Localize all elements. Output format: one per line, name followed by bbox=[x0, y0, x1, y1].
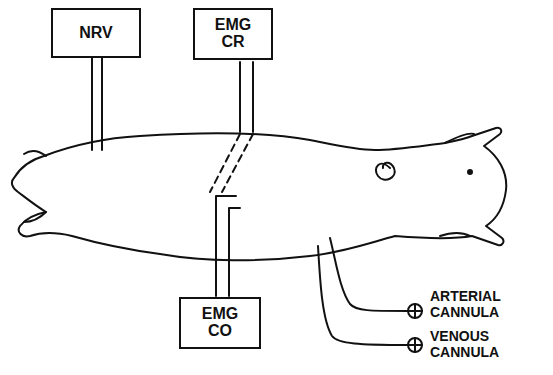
box-label: EMG CO bbox=[197, 306, 243, 340]
emg-electrode bbox=[210, 134, 240, 192]
animal-body bbox=[12, 128, 506, 260]
emg-wire bbox=[229, 208, 240, 296]
emg-wire bbox=[216, 196, 236, 296]
hind-foot bbox=[24, 212, 46, 222]
hind-foot bbox=[24, 151, 46, 156]
nerve-wire bbox=[101, 58, 103, 150]
instrument-box: NRV bbox=[51, 8, 141, 58]
cannula-label: VENOUS CANNULA bbox=[430, 328, 530, 360]
cannula-label: ARTERIAL CANNULA bbox=[430, 288, 530, 320]
eye bbox=[468, 170, 472, 174]
forelimb bbox=[445, 134, 474, 143]
instrument-box: EMG CO bbox=[179, 297, 261, 349]
emg-electrode bbox=[222, 134, 253, 192]
arterial-cannula bbox=[330, 238, 408, 311]
stopcock bbox=[408, 304, 422, 318]
stopcock bbox=[408, 338, 422, 352]
instrument-box: EMG CR bbox=[193, 8, 273, 60]
ear bbox=[376, 163, 395, 180]
venous-cannula bbox=[318, 246, 408, 345]
box-label: NRV bbox=[79, 25, 113, 42]
emg-wire bbox=[239, 62, 241, 132]
emg-wire bbox=[252, 62, 254, 132]
nerve-wire bbox=[91, 58, 93, 150]
forelimb bbox=[440, 233, 470, 236]
box-label: EMG CR bbox=[210, 17, 256, 51]
